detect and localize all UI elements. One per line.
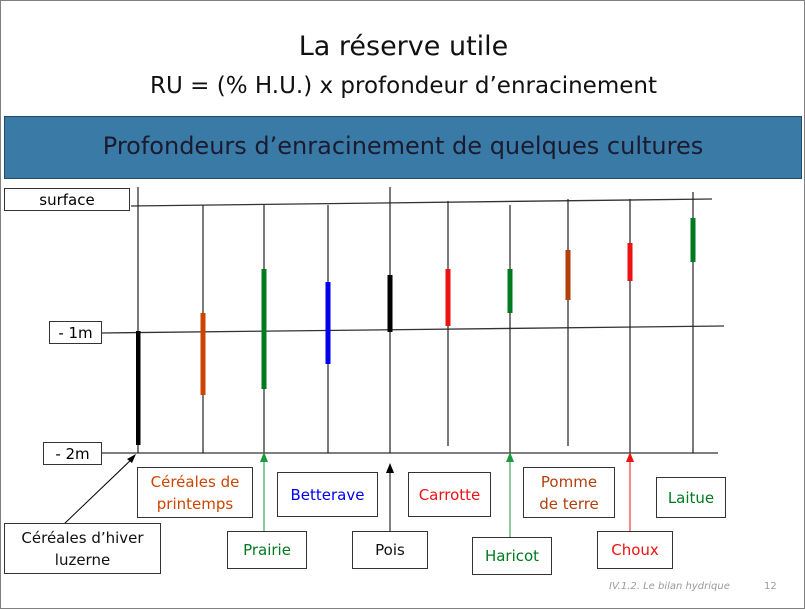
crop-label-pomme-de-terre: Pomme de terre: [523, 467, 615, 518]
root-bar-haricot: [507, 269, 513, 313]
root-bar-prairie: [261, 269, 267, 389]
banner-text: Profondeurs d’enracinement de quelques c…: [102, 132, 704, 160]
root-bar-choux: [627, 243, 633, 281]
arrowhead-pois: [386, 463, 394, 473]
root-bar-laitue: [690, 218, 696, 262]
arrowhead-haricot: [506, 452, 514, 462]
arrowhead-choux: [626, 452, 634, 462]
root-bar-cereales-hiver: [136, 331, 141, 445]
crop-label-choux: Choux: [597, 531, 673, 569]
arrowhead-cereales-hiver: [127, 454, 136, 463]
crop-label-carrotte: Carrotte: [408, 472, 491, 517]
root-bar-betterave: [325, 282, 331, 364]
one-meter-label: - 1m: [49, 321, 102, 344]
crop-label-cereales-hiver: Céréales d’hiver luzerne: [4, 523, 161, 574]
surface-label: surface: [4, 188, 130, 211]
root-bar-cereales-printemps: [200, 313, 206, 395]
banner: Profondeurs d’enracinement de quelques c…: [4, 116, 802, 179]
crop-label-betterave: Betterave: [277, 472, 378, 517]
page-number: 12: [764, 581, 777, 592]
crop-label-prairie: Prairie: [227, 531, 307, 569]
crop-label-laitue: Laitue: [656, 477, 726, 518]
arrowhead-prairie: [260, 452, 268, 462]
ru-formula: RU = (% H.U.) x profondeur d’enracinemen…: [150, 73, 657, 99]
surface-line: [130, 198, 713, 207]
arrow-cereales-hiver: [62, 456, 135, 526]
root-bar-carrotte: [445, 269, 451, 326]
root-bar-pomme-de-terre: [565, 250, 571, 300]
crop-label-haricot: Haricot: [472, 537, 552, 575]
crop-label-pois: Pois: [352, 531, 428, 569]
two-meter-label: - 2m: [43, 442, 102, 465]
crop-label-cereales-printemps: Céréales de printemps: [137, 467, 253, 518]
footer-caption: IV.1.2. Le bilan hydrique: [609, 581, 730, 592]
root-bar-pois: [387, 275, 393, 332]
slide-title: La réserve utile: [298, 31, 509, 62]
